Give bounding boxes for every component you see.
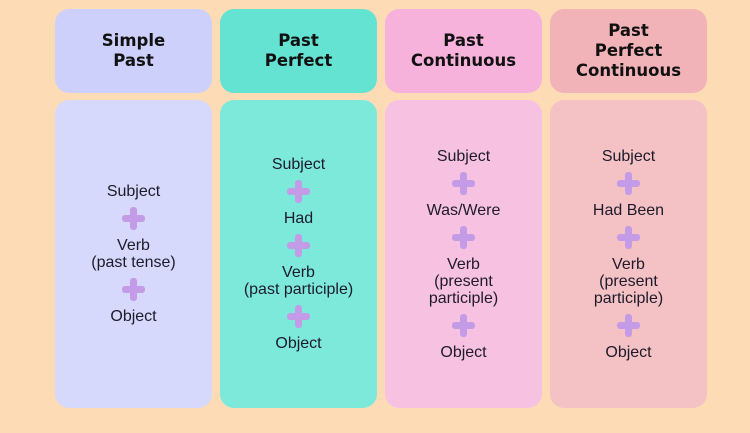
formula-part: Object [110, 308, 157, 325]
plus-icon [617, 313, 640, 337]
plus-icon [452, 225, 475, 249]
formula-part: Verb(past tense) [91, 237, 176, 271]
formula-part: Object [605, 343, 652, 361]
plus-icon [287, 305, 310, 328]
plus-icon [287, 180, 310, 203]
plus-icon [617, 225, 640, 249]
plus-icon [287, 234, 310, 257]
formula-part: Subject [271, 156, 326, 173]
formula-part: Verb(past participle) [243, 264, 354, 298]
plus-icon [452, 171, 475, 195]
plus-icon [122, 207, 145, 230]
formula-part: Object [440, 343, 487, 361]
formula-part: Object [275, 335, 322, 352]
plus-icon [617, 171, 640, 195]
formula-part: Subject [106, 183, 161, 200]
plus-icon [452, 313, 475, 337]
formula-part: Had [283, 210, 314, 227]
formula-part: Subject [601, 147, 656, 165]
formula-part: Subject [436, 147, 491, 165]
plus-icon [122, 278, 145, 301]
formula-part: Was/Were [426, 201, 501, 219]
formula-part: Had Been [592, 201, 665, 219]
